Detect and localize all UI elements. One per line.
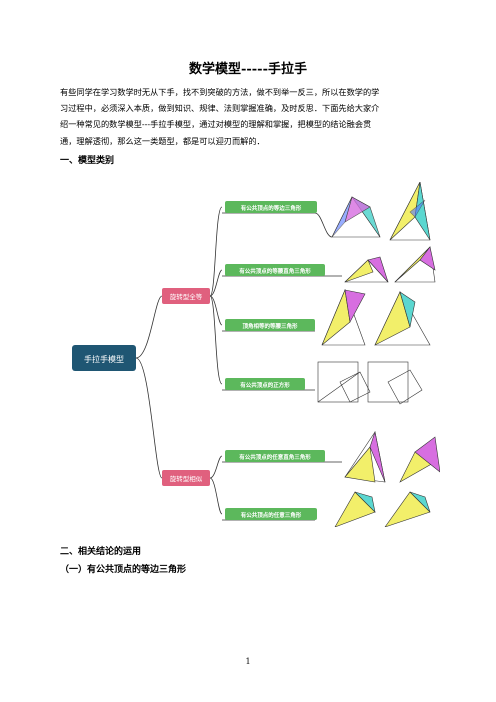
geometry-figure	[394, 246, 436, 283]
geometry-figure	[317, 361, 371, 403]
mindmap-leaf-label: 有公共顶点的任意直角三角形	[239, 453, 311, 461]
geometry-figure	[344, 256, 389, 283]
mindmap-branch-label: 旋转型全等	[170, 292, 203, 301]
mindmap-leaf-label: 有公共顶点的等边三角形	[241, 204, 302, 212]
section-heading-2: 二、相关结论的运用	[60, 547, 142, 557]
intro-paragraph: 有些同学在学习数学时无从下手，找不到突破的方法，做不到举一反三，所以在数学的学 …	[60, 84, 440, 149]
intro-line: 有些同学在学习数学时无从下手，找不到突破的方法，做不到举一反三，所以在数学的学	[60, 87, 380, 97]
mindmap-leaf-label: 有公共顶点的等腰直角三角形	[239, 267, 311, 275]
intro-line: 习过程中，必须深入本质，做到知识、规律、法则掌握准确，及时反思．下面先给大家介	[60, 103, 380, 114]
mindmap-leaf-node	[225, 319, 315, 331]
mindmap-leaf-node	[225, 264, 325, 276]
geometry-figure	[367, 361, 423, 405]
mindmap-leaf-node	[225, 508, 317, 520]
mindmap-leaf-node	[225, 450, 325, 462]
mindmap-branch-node	[162, 288, 210, 304]
mindmap-leaf-node	[225, 201, 317, 213]
geometry-figure	[321, 288, 366, 346]
section-subheading: （一）有公共顶点的等边三角形	[60, 565, 187, 575]
mindmap-leaf-label: 顶角相等的等腰三角形	[242, 322, 298, 330]
intro-line: 绍一种常见的数学模型---手拉手模型，通过对模型的理解和掌握，把模型的结论融会贯	[60, 119, 372, 130]
geometry-figure	[399, 436, 440, 483]
section-heading-1: 一、模型类别	[60, 156, 115, 166]
geometry-figure	[384, 491, 431, 527]
mindmap-leaf-label: 有公共顶点的正方形	[240, 381, 290, 389]
intro-line: 通，理解透彻，那么这一类题型，都是可以迎刃而解的．	[60, 135, 265, 146]
geometry-figure	[389, 182, 431, 241]
mindmap-root-label: 手拉手模型	[84, 354, 124, 364]
geometry-figure	[344, 430, 386, 483]
mindmap-leaf-label: 有公共顶点的任意三角形	[241, 511, 302, 519]
geometry-figure	[374, 291, 431, 346]
document-title: 数学模型-----手拉手	[189, 62, 307, 77]
geometry-figure	[331, 196, 381, 238]
mindmap-branch-label: 旋转型相似	[170, 474, 203, 483]
geometry-figure	[334, 491, 376, 527]
mindmap-leaf-node	[225, 378, 305, 390]
mindmap-branch-node	[162, 470, 210, 486]
page-number: 1	[245, 657, 251, 666]
mindmap: 手拉手模型 旋转型全等 旋转型相似 有公共顶点的等边三角形 有公共顶点的等腰直角…	[72, 182, 440, 527]
mindmap-root-node	[72, 345, 136, 371]
